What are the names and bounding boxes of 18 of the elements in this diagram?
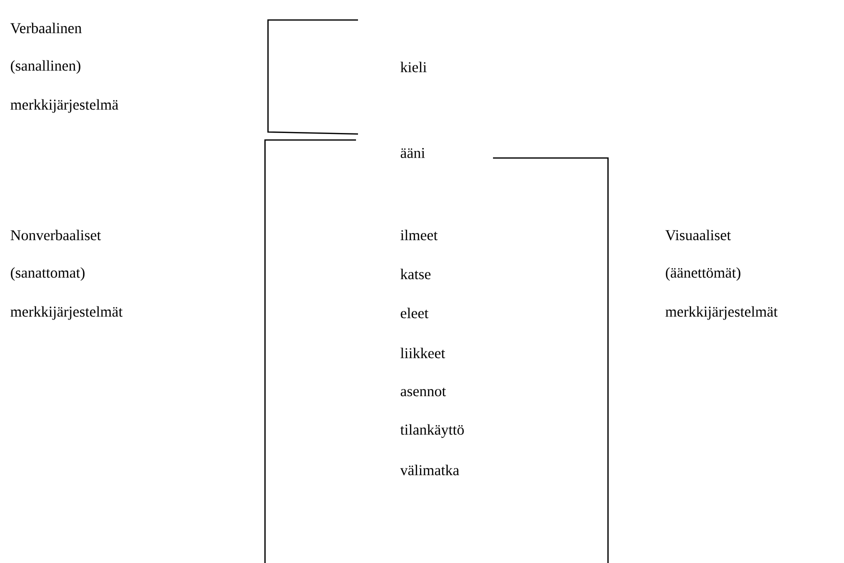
label: (äänettömät) [666,267,740,281]
label: (sanattomat) [10,267,85,281]
label: tilankäyttö [400,424,464,438]
label: Visuaaliset [665,230,731,240]
label: välimatka [400,464,460,476]
label: liikkeet [400,348,446,358]
label: merkkijärjestelmä [10,99,118,113]
label: asennot [400,388,446,396]
label: merkkijärjestelmät [10,306,123,320]
label: (sanallinen) [10,60,80,74]
label: eleet [400,308,428,318]
label: ilmeet [400,230,438,240]
label: Nonverbaaliset [10,230,101,240]
label: Verbaalinen [10,22,82,34]
label: kieli [400,62,427,72]
label: merkkijärjestelmät [666,306,778,320]
label: ääni [400,148,425,158]
label: katse [400,268,430,280]
